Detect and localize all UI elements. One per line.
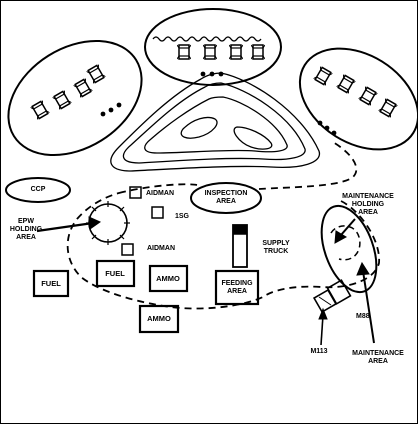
fuel-right-box (95, 259, 136, 288)
ammo-bottom-label: AMMO (147, 314, 171, 323)
perimeter-dashed-line (66, 140, 380, 310)
vehicle-icon (177, 44, 191, 60)
inspection-area-label: INSPECTION AREA (204, 190, 248, 205)
feeding-area-box (214, 269, 260, 306)
vehicle-icon (251, 44, 265, 60)
ccp-ellipse (5, 177, 71, 203)
epw-holding-area-label: EPW HOLDING AREA (9, 218, 43, 241)
vehicle-icon (335, 73, 357, 95)
fuel-left-label: FUEL (41, 279, 61, 288)
aidman-marker-top (129, 186, 142, 199)
vehicle-icon (377, 97, 399, 119)
vehicle-icon (203, 44, 217, 60)
arrows (36, 216, 375, 346)
maintenance-area-label: MAINTENANCE AREA (352, 350, 404, 365)
aidman-top-label: AIDMAN (146, 190, 174, 197)
vehicle-icon (85, 63, 107, 85)
m88-label: M88 (356, 313, 370, 320)
feeding-area-label: FEEDING AREA (221, 280, 253, 295)
m88-vehicle-icon (326, 279, 352, 305)
vehicle-icon (357, 85, 379, 107)
m113-vehicle-icon (312, 288, 338, 314)
ccp-label: CCP (30, 186, 46, 193)
supply-truck-label: SUPPLY TRUCK (262, 240, 290, 255)
supply-truck-icon (232, 224, 248, 268)
m113-label: M113 (310, 348, 328, 355)
inspection-area-ellipse (190, 182, 262, 214)
isg-marker (151, 206, 164, 219)
vehicle-icon (72, 77, 94, 99)
left-vehicle-cluster (7, 39, 143, 157)
right-vehicle-cluster (298, 47, 417, 151)
fuel-right-label: FUEL (105, 269, 125, 278)
maintenance-holding-ellipse (320, 204, 378, 294)
vehicle-icon (229, 44, 243, 60)
terrain-contours (110, 72, 321, 172)
vehicle-icon (51, 89, 73, 111)
maintenance-holding-area-label: MAINTENANCE HOLDING AREA (342, 193, 394, 216)
ammo-top-label: AMMO (156, 274, 180, 283)
vehicle-icon (312, 65, 334, 87)
vehicle-icon (29, 99, 51, 121)
isg-label: 1SG (175, 213, 190, 220)
fuel-left-box (32, 269, 70, 298)
ammo-top-box (148, 264, 189, 293)
aidman-bottom-label: AIDMAN (147, 245, 175, 252)
aidman-marker-bottom (121, 243, 134, 256)
ammo-bottom-box (138, 304, 180, 334)
